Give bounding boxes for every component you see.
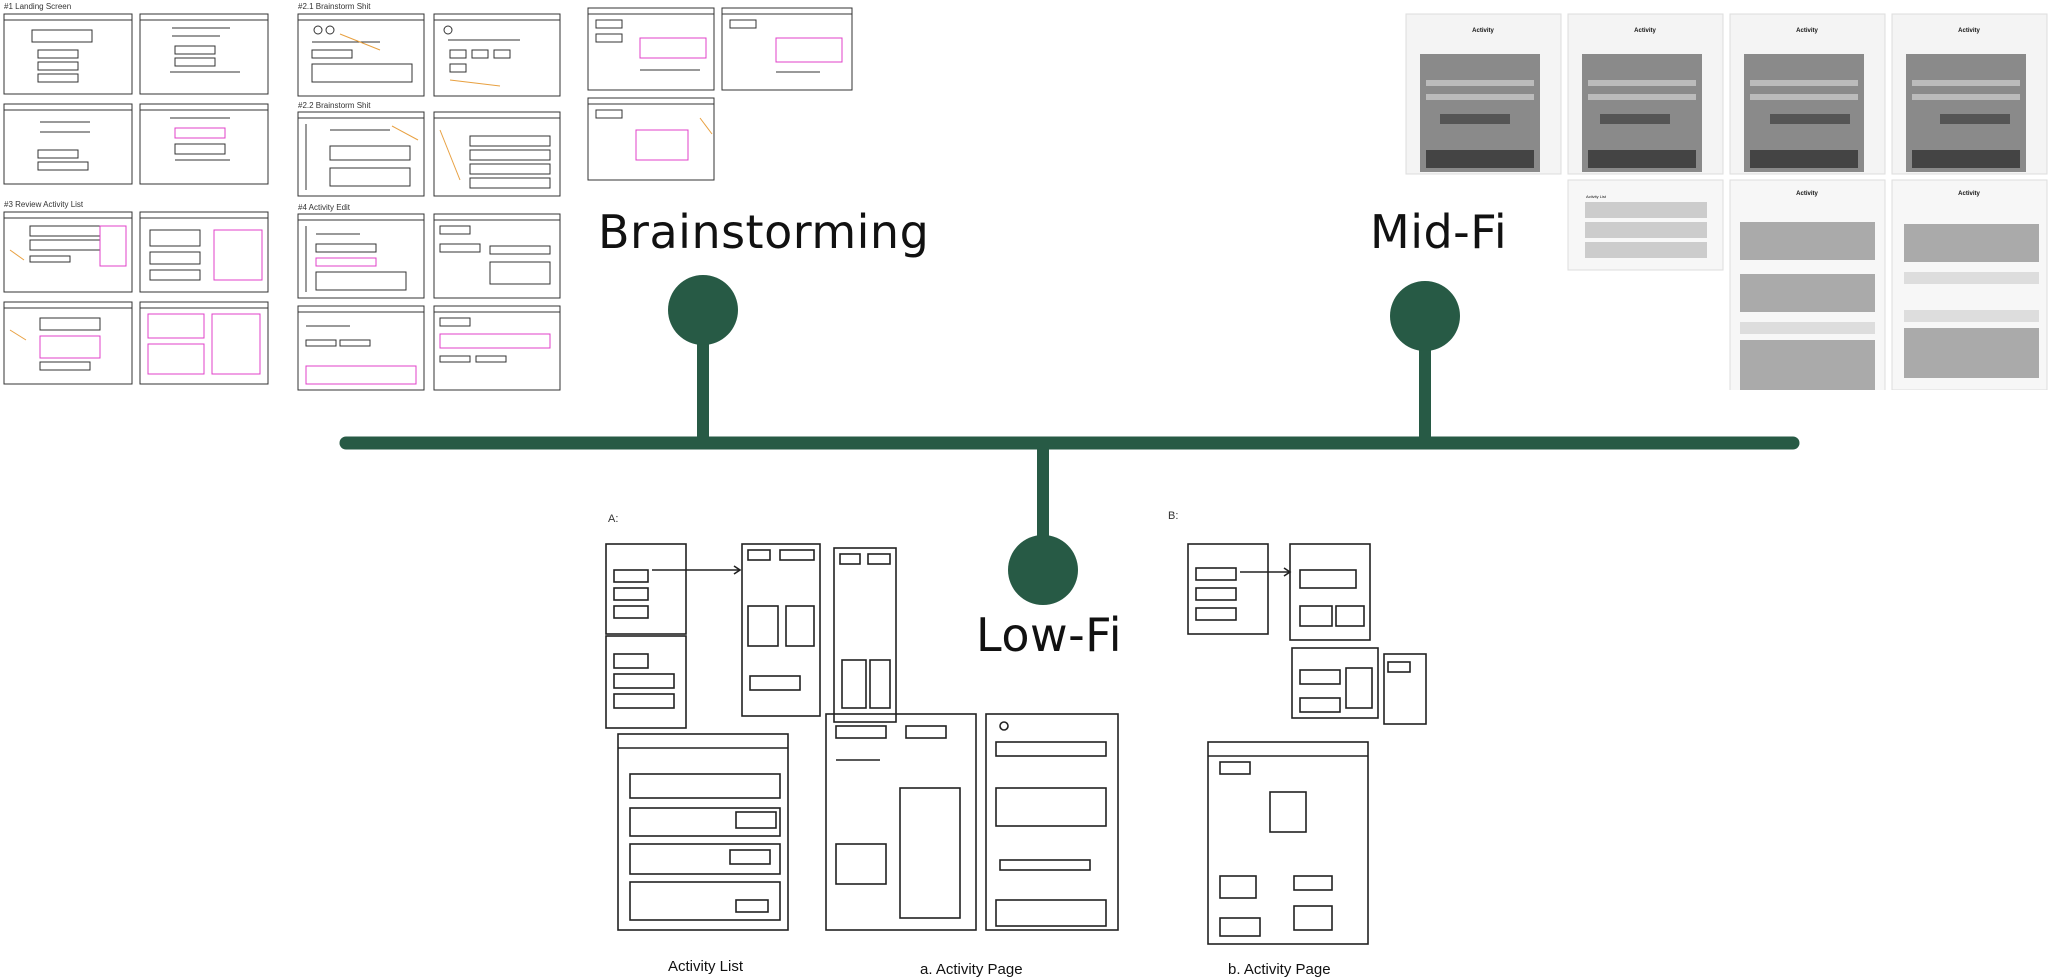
midfi-screen-5-title: Activity [1796,191,1818,197]
midfi-list-screen-title: Activity List [1586,194,1607,199]
midfi-screen-6: Activity [1891,179,2048,390]
lowfi-a-detail-small-1 [741,543,821,717]
midfi-screens: Activity Activity Activity Activity Acti… [1405,13,2048,390]
lowfi-b-list-small [1187,543,1292,635]
midfi-screen-1-title: Activity [1472,28,1494,34]
section-label-brainstorm-2: #2.2 Brainstorm Shit [298,101,371,110]
sketch-review-3 [3,301,133,385]
sketch-edit-1b [433,213,561,299]
sketch-landing-1 [3,13,133,95]
sketch-brainstorm-3a [587,7,715,91]
sketch-brainstorm-2a [297,111,425,197]
lowfi-a-list-small-2 [605,635,687,729]
sketch-brainstorm-1b [433,13,561,97]
sketch-edit-1a [297,213,425,299]
brainstorming-label: Brainstorming [598,205,930,259]
caption-activity-page-a: a. Activity Page [920,961,1023,978]
midfi-screen-4: Activity [1891,13,2048,175]
lowfi-a-activity-page-1 [825,713,977,931]
caption-activity-list: Activity List [668,958,744,975]
sketch-brainstorm-3b [721,7,853,91]
lowfi-milestone-dot [1008,535,1078,605]
sketch-brainstorm-1a [297,13,425,97]
lowfi-a-detail-small-2 [833,547,897,723]
lowfi-marker-a: A: [608,513,619,525]
midfi-screen-6-title: Activity [1958,191,1980,197]
brainstorm-sketches [3,7,853,391]
brainstorming-milestone [668,275,738,443]
lowfi-b-activity-small-1 [1289,543,1371,641]
sketch-landing-2 [139,13,269,95]
sketch-edit-2b [433,305,561,391]
lowfi-a-activity-page-2 [985,713,1119,931]
sketch-brainstorm-2b [433,111,561,197]
lowfi-b-activity-small-3 [1383,653,1427,725]
lowfi-b-activity-small-2 [1291,647,1379,719]
midfi-label: Mid-Fi [1370,205,1508,259]
sketch-review-4 [139,301,269,385]
sketch-review-1 [3,211,133,293]
lowfi-milestone [1008,443,1078,605]
section-label-brainstorm-1: #2.1 Brainstorm Shit [298,2,371,11]
midfi-screen-2-title: Activity [1634,28,1656,34]
section-label-review: #3 Review Activity List [4,200,84,209]
lowfi-b-activity-page [1207,741,1369,945]
sketch-review-2 [139,211,269,293]
sketch-edit-2a [297,305,425,391]
midfi-screen-2: Activity [1567,13,1724,175]
sketch-landing-4 [139,103,269,185]
section-label-activity-edit: #4 Activity Edit [298,203,351,212]
midfi-screen-3-title: Activity [1796,28,1818,34]
caption-activity-page-b: b. Activity Page [1228,961,1331,978]
midfi-screen-1: Activity [1405,13,1562,175]
midfi-screen-3: Activity [1729,13,1886,175]
midfi-screen-4-title: Activity [1958,28,1980,34]
lowfi-label: Low-Fi [976,608,1123,662]
lowfi-sketches [605,543,1427,945]
midfi-screen-5: Activity [1729,179,1886,390]
section-label-landing: #1 Landing Screen [4,2,72,11]
lowfi-a-activity-list [617,733,789,931]
lowfi-a-list-small [605,543,742,635]
midfi-milestone [1390,281,1460,443]
midfi-list-screen: Activity List [1567,179,1724,271]
midfi-milestone-dot [1390,281,1460,351]
sketch-brainstorm-3c [587,97,715,181]
brainstorming-milestone-dot [668,275,738,345]
lowfi-marker-b: B: [1168,510,1179,522]
sketch-landing-3 [3,103,133,185]
